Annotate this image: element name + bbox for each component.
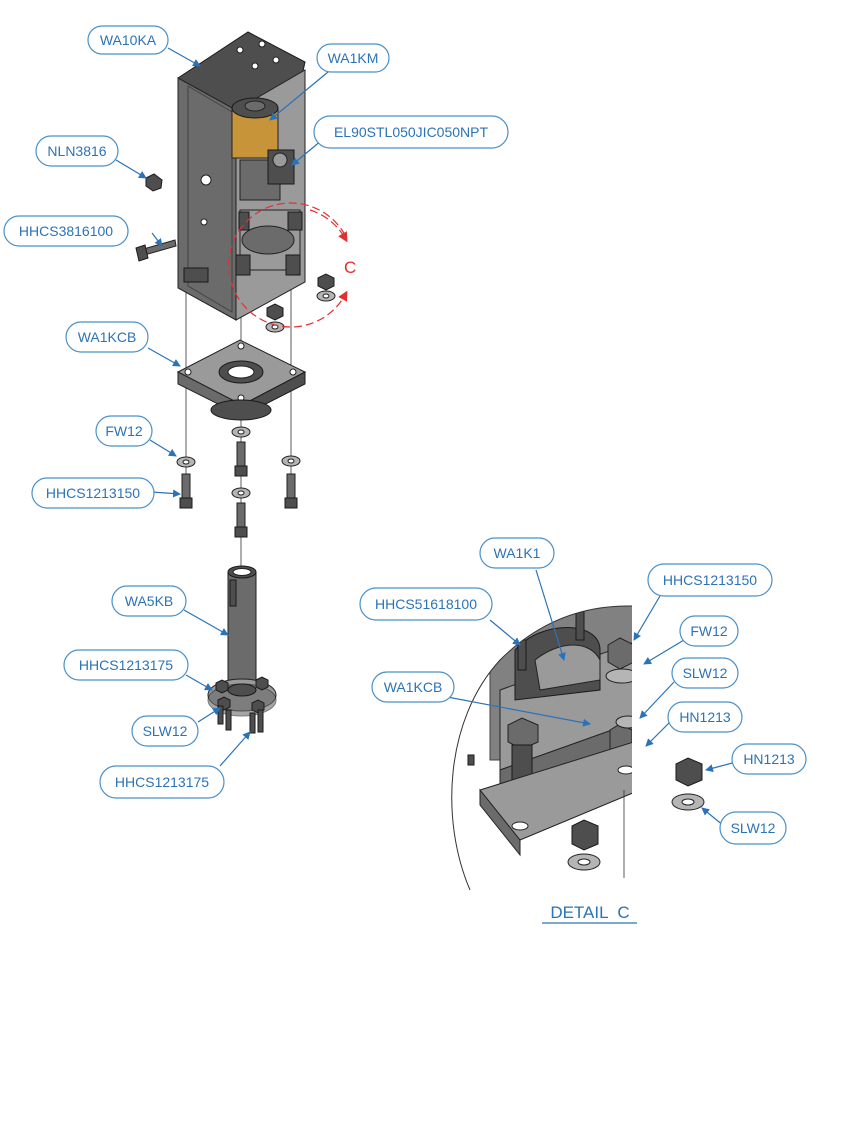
flange-hub (207, 676, 277, 734)
label-d-hn1213-a-text: HN1213 (679, 709, 731, 725)
label-d-wa1kcb-text: WA1KCB (384, 679, 443, 695)
label-wa10ka: WA10KA (87, 25, 169, 55)
label-fw12-text: FW12 (105, 423, 143, 439)
label-slw12: SLW12 (131, 715, 199, 747)
label-wa5kb-text: WA5KB (125, 593, 174, 609)
base-plate-wa1kcb (176, 339, 307, 421)
label-d-fw12-text: FW12 (690, 623, 728, 639)
detail-c-title-text: DETAIL C (550, 903, 629, 922)
label-d-slw12-b: SLW12 (719, 811, 787, 845)
label-wa10ka-text: WA10KA (100, 32, 157, 48)
bolts-hhcs1213150 (179, 441, 298, 538)
detail-c-letter: C (344, 258, 356, 277)
label-hhcs1213175-a: HHCS1213175 (63, 649, 189, 681)
label-wa1km-text: WA1KM (328, 50, 379, 66)
nut-nln3816 (145, 173, 163, 192)
fitting-el90 (267, 149, 295, 185)
label-nln3816-text: NLN3816 (47, 143, 106, 159)
detail-leaders (441, 569, 737, 827)
label-wa1kcb: WA1KCB (65, 321, 149, 353)
label-fw12: FW12 (95, 415, 153, 447)
label-hhcs1213150: HHCS1213150 (31, 477, 155, 509)
label-wa1kcb-text: WA1KCB (78, 329, 137, 345)
label-hhcs3816100-text: HHCS3816100 (19, 223, 113, 239)
main-exploded-view: C (3, 25, 509, 799)
label-d-wa1k1-text: WA1K1 (494, 545, 541, 561)
label-d-hhcs51618100-text: HHCS51618100 (375, 596, 477, 612)
label-d-hhcs51618100: HHCS51618100 (359, 587, 493, 621)
label-nln3816: NLN3816 (35, 135, 119, 167)
label-d-slw12-b-text: SLW12 (731, 820, 776, 836)
label-d-fw12: FW12 (679, 615, 739, 647)
label-d-hn1213-a: HN1213 (667, 701, 743, 733)
label-d-hhcs1213150: HHCS1213150 (647, 563, 773, 597)
label-d-hn1213-b: HN1213 (731, 743, 807, 775)
detail-c-marker: C (228, 202, 356, 328)
shaft-wa5kb (227, 565, 257, 683)
label-hhcs3816100: HHCS3816100 (3, 215, 129, 247)
label-hhcs1213175-b-text: HHCS1213175 (115, 774, 209, 790)
label-hhcs1213150-text: HHCS1213150 (46, 485, 140, 501)
label-hhcs1213175-b: HHCS1213175 (99, 765, 225, 799)
label-wa5kb: WA5KB (111, 585, 187, 617)
detail-c-hardware (265, 273, 336, 333)
label-hhcs1213175-a-text: HHCS1213175 (79, 657, 173, 673)
label-slw12-text: SLW12 (143, 723, 188, 739)
label-d-slw12-a-text: SLW12 (683, 665, 728, 681)
label-wa1km: WA1KM (316, 43, 390, 73)
label-d-slw12-a: SLW12 (671, 657, 739, 689)
inner-bracket (235, 209, 303, 276)
label-d-wa1k1: WA1K1 (479, 537, 555, 569)
detail-c-view: WA1K1 HHCS51618100 HHCS1213150 FW12 WA1K… (359, 537, 807, 924)
detail-c-title: DETAIL C (542, 903, 637, 924)
label-d-hhcs1213150-text: HHCS1213150 (663, 572, 757, 588)
washers-fw12 (176, 426, 301, 499)
label-d-wa1kcb: WA1KCB (371, 671, 455, 703)
label-el90-text: EL90STL050JIC050NPT (334, 124, 489, 140)
bolt-hhcs3816100 (135, 239, 177, 262)
label-d-hn1213-b-text: HN1213 (743, 751, 795, 767)
main-leaders (115, 47, 329, 767)
label-el90: EL90STL050JIC050NPT (313, 115, 509, 149)
